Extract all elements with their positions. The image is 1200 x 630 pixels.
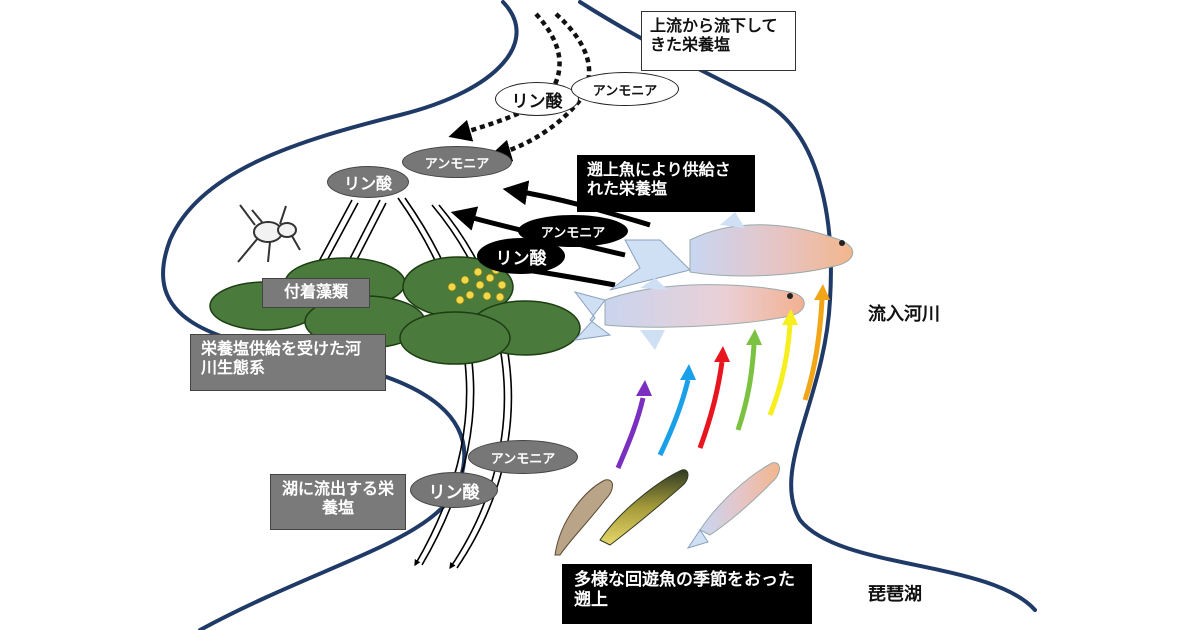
migration-arrowheads [636,284,830,396]
upstream-nutrients-box: 上流から流下してきた栄養塩 [641,11,796,71]
phosphate-outflow-ellipse: リン酸 [410,472,498,508]
migration-box: 多様な回遊魚の季節をおった遡上 [562,564,812,624]
ammonia-gray-ellipse: アンモニア [402,146,512,178]
ammonia-upstream-ellipse: アンモニア [571,72,679,106]
salmon-icon [573,212,853,350]
algae-pad-icon [399,311,511,365]
outflow-box: 湖に流出する栄養塩 [270,474,406,530]
sea-bass-icon [686,462,780,549]
goby-icon [554,479,613,556]
upstream-dotted-arrows [448,12,592,162]
insect-larva-icon [237,204,301,263]
ecosystem-box: 栄養塩供給を受けた河川生態系 [190,334,386,391]
phosphate-black-ellipse: リン酸 [477,238,565,274]
ayu-icon [599,469,689,546]
nutrient-dots [447,265,507,305]
migration-arrows [615,299,825,469]
phosphate-upstream-ellipse: リン酸 [495,82,579,116]
fish-supplied-nutrients-box: 遡上魚により供給された栄養塩 [577,155,755,212]
phosphate-gray-ellipse: リン酸 [327,166,409,198]
river-bank [161,0,1037,630]
ammonia-outflow-ellipse: アンモニア [468,440,578,474]
lake-label: 琵琶湖 [868,584,922,605]
attached-algae-box: 付着藻類 [262,278,370,308]
inflow-river-label: 流入河川 [868,304,940,325]
